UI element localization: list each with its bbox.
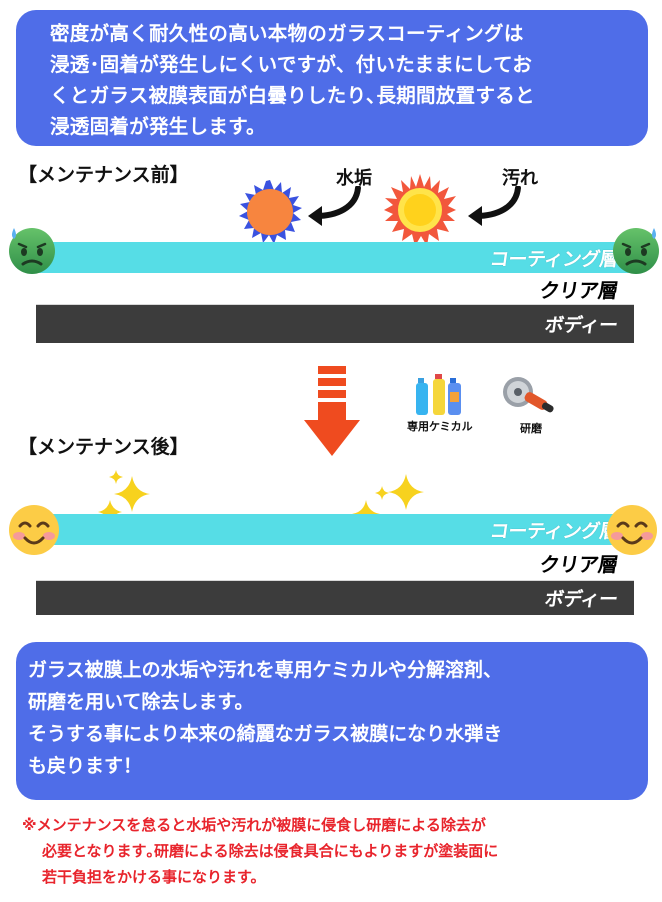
after-clear-layer: クリア層 [36,545,634,581]
summary-bubble: ガラス被膜上の水垢や汚れを専用ケミカルや分解溶剤、 研磨を用いて除去します。 そ… [16,642,648,800]
water-callout-label: 水垢 [336,168,372,189]
intro-line-3: くとガラス被膜表面が白曇りしたり､長期間放置すると [50,84,535,107]
water-callout-arrow [308,186,361,226]
smiling-face-icon [607,505,657,555]
anxious-face-icon [613,228,659,274]
before-title: 【メンテナンス前】 [18,164,189,186]
summary-line-4: も戻ります！ [28,755,143,777]
note-line-3: 若干負担をかける事になります。 [42,868,266,886]
sparkles-icon [98,470,150,524]
dirt-callout-arrow [468,186,521,226]
intro-bubble: 密度が高く耐久性の高い本物のガラスコーティングは 浸透･固着が発生しにくいですが… [16,10,648,146]
caution-note: ※メンテナンスを怠ると水垢や汚れが被膜に侵食し研磨による除去が 必要となります｡… [22,812,642,890]
polisher-icon [503,377,554,413]
before-body-label: ボディー [543,314,620,337]
summary-line-2: 研磨を用いて除去します。 [28,691,254,713]
after-title: 【メンテナンス後】 [18,436,189,458]
before-clear-label: クリア層 [538,278,620,302]
intro-line-2: 浸透･固着が発生しにくいですが、付いたままにしてお [50,53,533,76]
polish-label: 研磨 [520,422,542,435]
anxious-face-icon [9,228,55,274]
dirt-stain-icon [384,174,456,246]
summary-line-1: ガラス被膜上の水垢や汚れを専用ケミカルや分解溶剤、 [28,659,503,681]
before-clear-layer: クリア層 [36,273,634,305]
chemical-label: 専用ケミカル [407,420,473,433]
smiling-face-icon [9,505,59,555]
summary-line-3: そうする事により本来の綺麗なガラス被膜になり水弾き [28,723,503,745]
note-line-2: 必要となります｡研磨による除去は侵食具合にもよりますが塗装面に [42,842,499,860]
dirt-callout-label: 汚れ [502,168,538,189]
before-coating-layer: コーティング層 [36,242,634,273]
water-stain-icon [239,180,302,244]
after-coating-layer: コーティング層 [36,514,634,545]
before-body-layer: ボディー [36,305,634,343]
intro-line-1: 密度が高く耐久性の高い本物のガラスコーティングは [50,22,524,45]
note-line-1: ※メンテナンスを怠ると水垢や汚れが被膜に侵食し研磨による除去が [22,816,486,834]
after-body-layer: ボディー [36,581,634,615]
after-coating-label: コーティング層 [487,520,620,542]
spray-bottles-icon [416,374,461,415]
down-arrow-icon [304,366,360,456]
before-coating-label: コーティング層 [487,248,620,270]
intro-line-4: 浸透固着が発生します。 [50,115,266,138]
after-body-label: ボディー [543,588,620,611]
